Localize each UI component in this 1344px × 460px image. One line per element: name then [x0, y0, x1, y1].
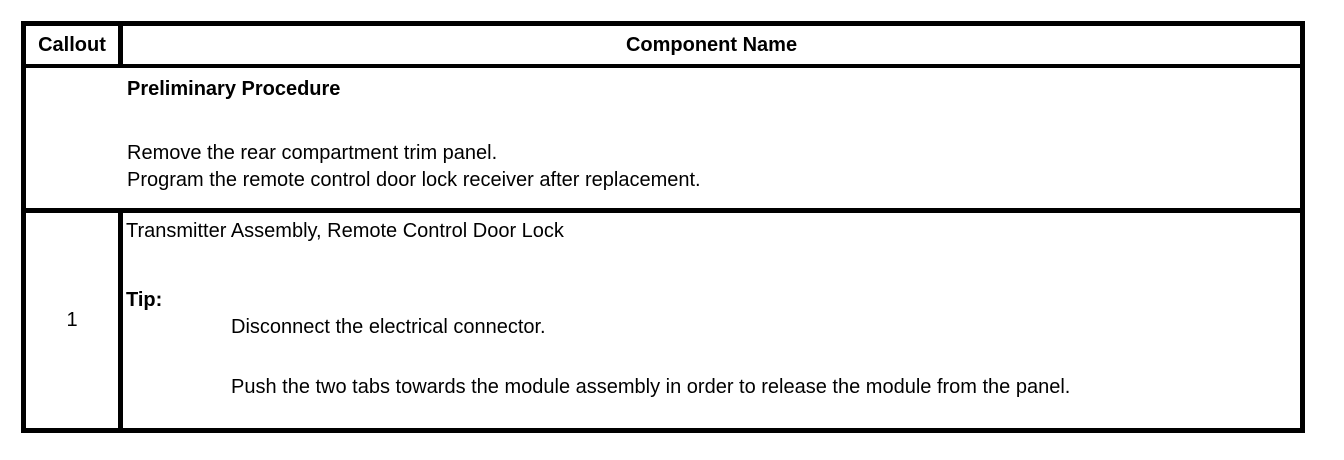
- preliminary-procedure-steps: Remove the rear compartment trim panel. …: [127, 140, 1290, 194]
- callout-number: 1: [66, 309, 78, 331]
- callout-cell: 1: [26, 213, 123, 428]
- callout-column-header: Callout: [26, 26, 123, 64]
- tip-label: Tip:: [126, 289, 163, 311]
- component-name-column-header: Component Name: [625, 33, 798, 56]
- component-cell: Transmitter Assembly, Remote Control Doo…: [123, 213, 1300, 428]
- tip-step: Disconnect the electrical connector.: [231, 316, 546, 338]
- tip-step: Push the two tabs towards the module ass…: [231, 376, 1071, 398]
- component-table: Callout Component Name Preliminary Proce…: [21, 21, 1305, 433]
- table-row: 1 Transmitter Assembly, Remote Control D…: [26, 213, 1300, 428]
- preliminary-procedure-title: Preliminary Procedure: [127, 78, 341, 100]
- table-header-row: Callout Component Name: [26, 26, 1300, 68]
- preliminary-procedure-row: Preliminary Procedure Remove the rear co…: [26, 68, 1300, 213]
- component-title: Transmitter Assembly, Remote Control Doo…: [126, 220, 564, 242]
- preliminary-step: Program the remote control door lock rec…: [127, 169, 701, 191]
- preliminary-step: Remove the rear compartment trim panel.: [127, 142, 498, 164]
